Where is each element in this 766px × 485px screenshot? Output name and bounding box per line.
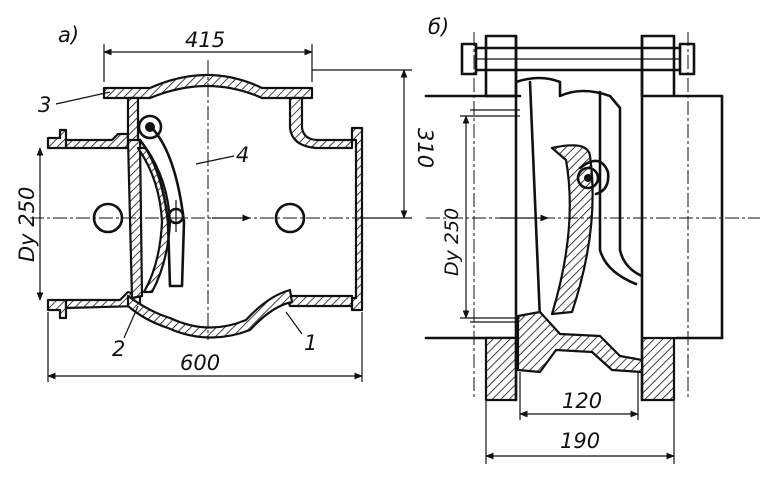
dimension-310: 310 (312, 69, 437, 219)
dimension-415-text: 415 (185, 28, 225, 52)
dimension-190-text: 190 (560, 429, 600, 453)
valve-body (46, 74, 364, 339)
callout-4: 4 (236, 143, 249, 167)
dimension-120: 120 (519, 372, 639, 420)
dimension-dy-b: Dy 250 (441, 115, 520, 319)
dimension-190: 190 (485, 400, 675, 464)
bolt-top (460, 42, 696, 76)
housing (514, 76, 644, 374)
dimension-415: 415 (103, 28, 313, 82)
callout-2: 2 (112, 337, 125, 361)
port-right-icon (274, 202, 306, 234)
callout-3: 3 (38, 93, 51, 117)
valve-disc-lever (136, 114, 186, 294)
callouts: 3 4 2 1 (38, 91, 317, 361)
dimension-dy-a-text: Dy 250 (15, 187, 39, 262)
view-b-label: б) (428, 15, 449, 39)
callout-1: 1 (304, 331, 317, 355)
valve-disc (550, 144, 610, 316)
dimension-dy-b-text: Dy 250 (441, 208, 463, 276)
view-b: б) (424, 15, 760, 464)
dimension-310-text: 310 (413, 128, 437, 168)
dimension-120-text: 120 (562, 389, 602, 413)
dimension-600-text: 600 (180, 351, 220, 375)
dimension-dy-a: Dy 250 (15, 147, 44, 301)
dimension-600: 600 (47, 312, 363, 382)
view-a-label: а) (58, 23, 79, 47)
view-a: а) 415 (15, 23, 437, 382)
